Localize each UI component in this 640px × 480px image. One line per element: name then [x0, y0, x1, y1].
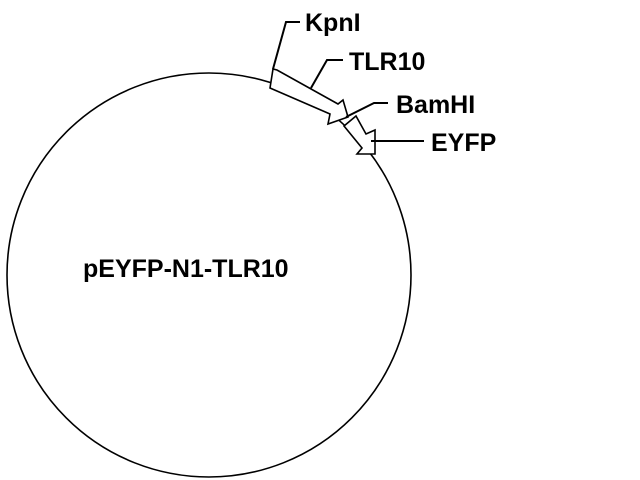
- bamhi-leader-line: [345, 102, 388, 118]
- eyfp-feature-arrow: [342, 114, 376, 155]
- eyfp-label: EYFP: [431, 129, 496, 157]
- plasmid-backbone-circle: [6, 72, 412, 478]
- bamhi-label: BamHI: [396, 91, 475, 119]
- plasmid-name-label: pEYFP-N1-TLR10: [83, 255, 289, 283]
- kpni-leader-line: [272, 21, 300, 70]
- kpni-label: KpnI: [305, 9, 361, 37]
- tlr10-feature-arrow: [269, 68, 349, 126]
- tlr10-leader-line: [310, 59, 343, 89]
- tlr10-label: TLR10: [349, 48, 425, 76]
